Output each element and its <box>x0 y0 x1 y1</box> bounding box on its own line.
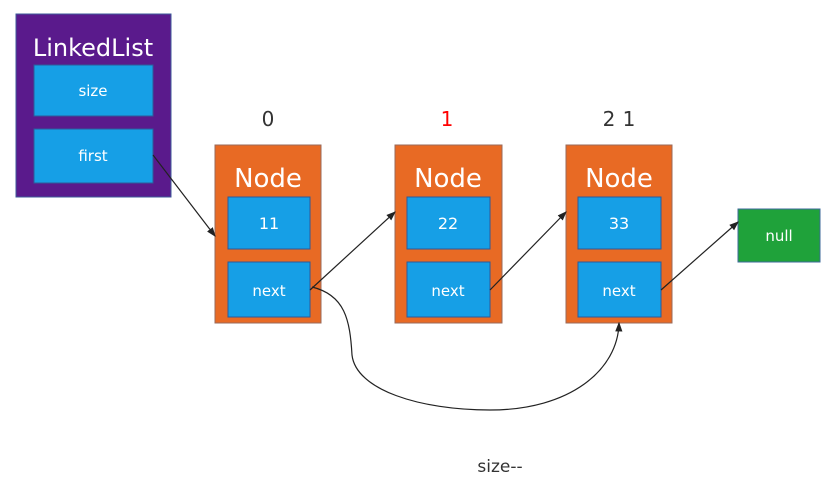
first-field-label: first <box>78 147 107 165</box>
node-title: Node <box>585 164 653 194</box>
first-field <box>33 128 154 184</box>
node-index-1: 1 <box>441 107 454 131</box>
node-value-field <box>406 196 491 250</box>
size-field <box>33 64 154 117</box>
null-label: null <box>765 227 792 245</box>
node-value-field <box>227 196 311 250</box>
node-next-field <box>577 261 662 318</box>
node-1: Node 22 next <box>394 144 503 324</box>
node-next-field <box>406 261 491 318</box>
node2-next-arrow <box>660 221 739 291</box>
size-decrement-caption: size-- <box>477 457 522 477</box>
node0-next-arrow <box>309 211 396 291</box>
node-value: 11 <box>259 214 279 233</box>
node-2: Node 33 next <box>565 144 673 324</box>
null-box: null <box>737 208 821 263</box>
node-title: Node <box>234 164 302 194</box>
node-next-label: next <box>602 282 635 300</box>
size-field-label: size <box>78 82 107 100</box>
node-index-2: 2 <box>603 107 616 131</box>
node-next-label: next <box>252 282 285 300</box>
node-0: Node 11 next <box>214 144 322 324</box>
node-index-2-overlay: 1 <box>623 107 636 131</box>
node-next-field <box>227 261 311 318</box>
first-pointer-arrow <box>152 154 216 237</box>
pointer-arrows <box>152 154 739 411</box>
node-title: Node <box>414 164 482 194</box>
node-value: 22 <box>438 214 458 233</box>
node1-next-arrow <box>489 211 567 291</box>
node-value: 33 <box>609 214 629 233</box>
node0-skip-arrow <box>311 286 623 411</box>
node-value-field <box>577 196 662 250</box>
node-next-label: next <box>431 282 464 300</box>
linkedlist-title: LinkedList <box>33 34 153 62</box>
node-index-0: 0 <box>262 107 275 131</box>
linkedlist-box: LinkedList size first <box>15 13 172 198</box>
